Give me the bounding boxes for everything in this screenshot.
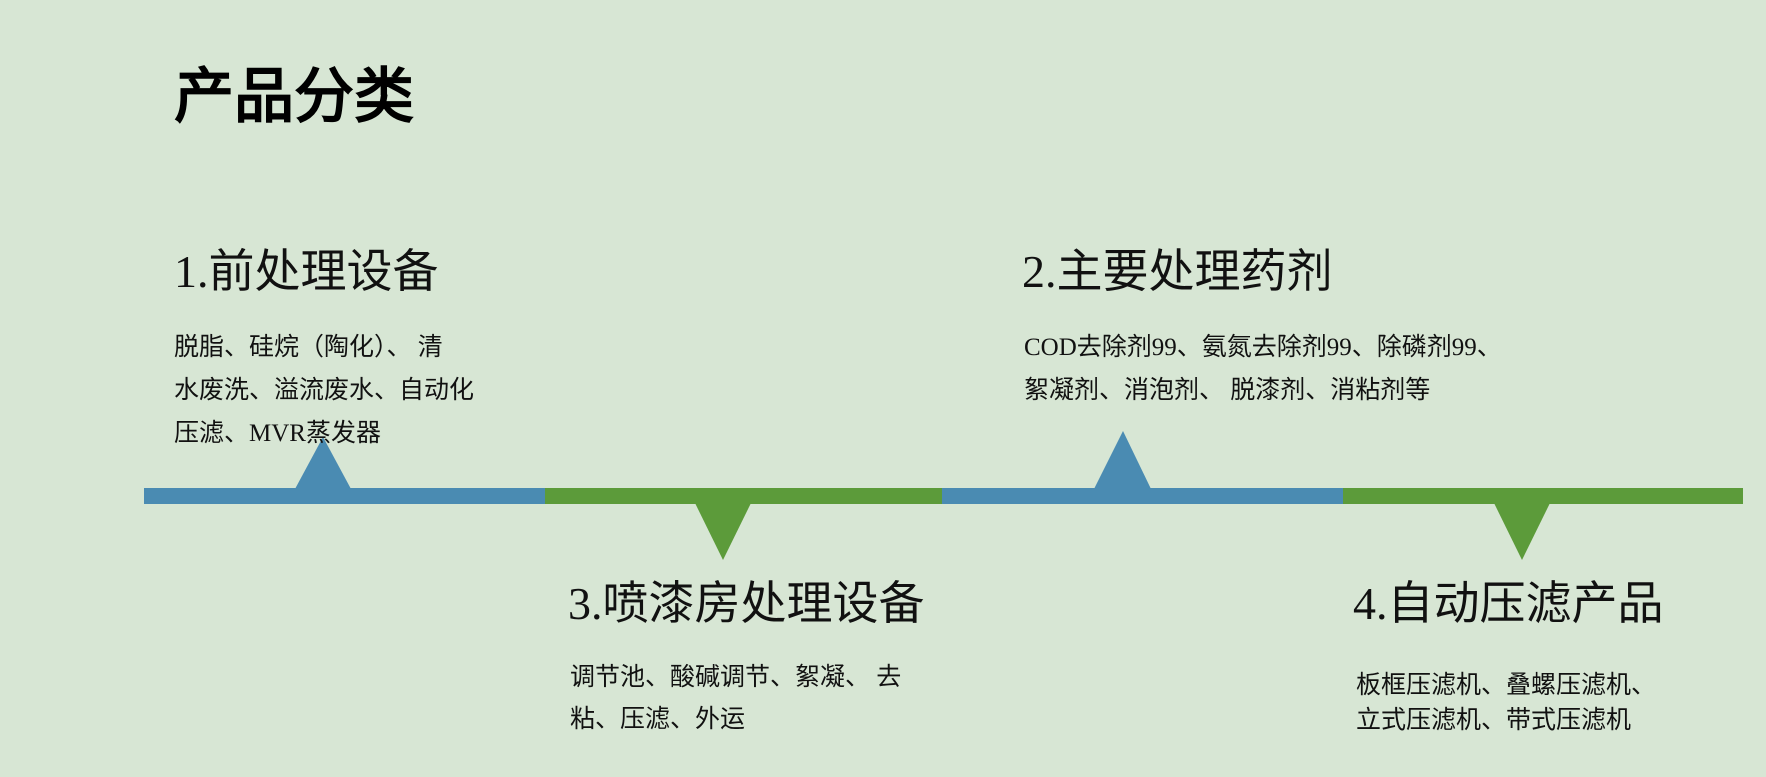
- section-3-heading: 3.喷漆房处理设备: [568, 578, 925, 629]
- section-2-body: COD去除剂99、氨氮去除剂99、除磷剂99、 絮凝剂、消泡剂、 脱漆剂、消粘剂…: [1024, 326, 1502, 412]
- section-4-line: 板框压滤机、叠螺压滤机、: [1356, 672, 1657, 699]
- section-3-line: 粘、压滤、外运: [570, 706, 746, 733]
- timeline-marker-up-2: [1094, 431, 1151, 489]
- page-title: 产品分类: [174, 62, 414, 132]
- section-3-line: 调节池、酸碱调节、絮凝、 去: [570, 664, 902, 691]
- timeline-segment-1: [144, 488, 545, 504]
- section-1-body: 脱脂、硅烷（陶化）、 清 水废洗、溢流废水、自动化 压滤、MVR蒸发器: [174, 326, 474, 455]
- section-3-body: 调节池、酸碱调节、絮凝、 去 粘、压滤、外运: [570, 657, 901, 741]
- section-2-line: 絮凝剂、消泡剂、 脱漆剂、消粘剂等: [1024, 377, 1431, 404]
- section-4-heading: 4.自动压滤产品: [1353, 578, 1664, 629]
- timeline-marker-down-2: [1494, 503, 1550, 560]
- timeline-segment-3: [942, 488, 1343, 504]
- section-1-line: 压滤、MVR蒸发器: [174, 420, 381, 447]
- section-2-heading: 2.主要处理药剂: [1022, 246, 1333, 297]
- section-4-line: 立式压滤机、带式压滤机: [1356, 707, 1632, 734]
- timeline-marker-down-1: [695, 503, 751, 560]
- section-1-line: 水废洗、溢流废水、自动化: [174, 377, 475, 404]
- section-1-heading: 1.前处理设备: [174, 246, 439, 297]
- timeline-segment-4: [1343, 488, 1743, 504]
- section-1-line: 脱脂、硅烷（陶化）、 清: [174, 334, 443, 361]
- section-4-body: 板框压滤机、叠螺压滤机、 立式压滤机、带式压滤机: [1356, 668, 1656, 738]
- timeline-segment-2: [545, 488, 942, 504]
- section-2-line: COD去除剂99、氨氮去除剂99、除磷剂99、: [1024, 334, 1502, 361]
- timeline-marker-up-1: [295, 437, 351, 489]
